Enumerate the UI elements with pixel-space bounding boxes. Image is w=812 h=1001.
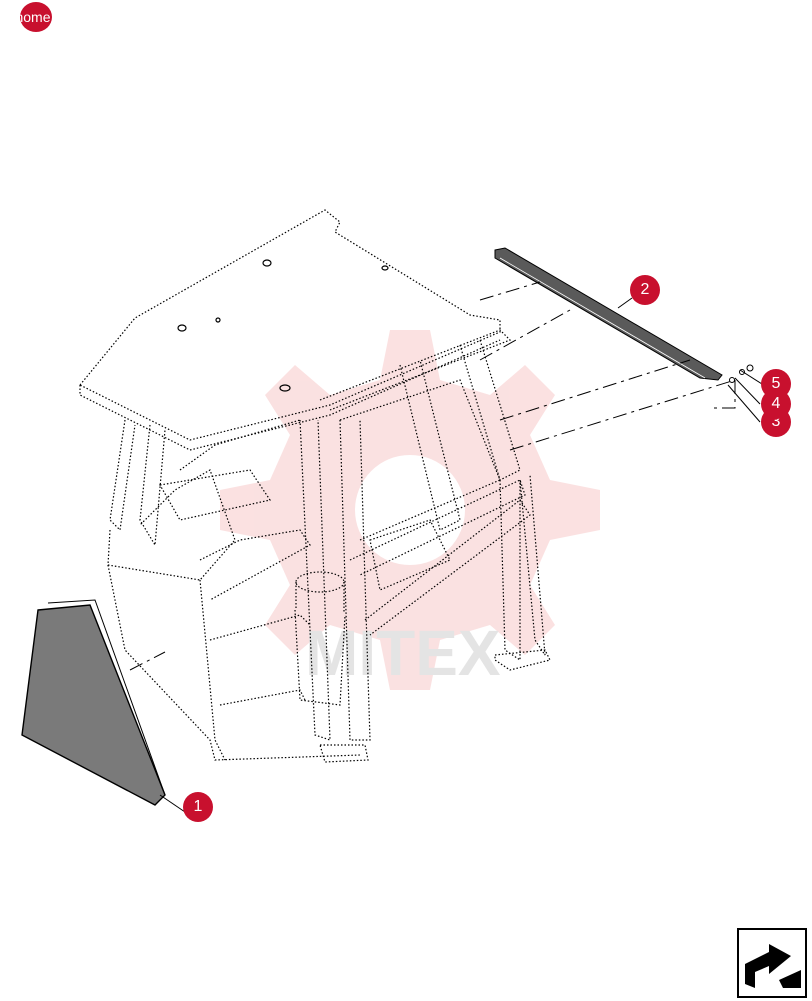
fasteners — [729, 364, 754, 383]
leader-lines — [159, 297, 763, 813]
callout-1[interactable]: 1 — [183, 792, 213, 822]
home-button[interactable]: home — [20, 2, 52, 32]
gear-logo-icon — [220, 330, 600, 690]
cab-frame — [79, 209, 551, 763]
callout-4[interactable]: 4 — [761, 389, 791, 419]
next-page-button[interactable] — [737, 928, 807, 998]
callout-2[interactable]: 2 — [630, 275, 660, 305]
assembly-lines — [129, 281, 736, 671]
home-label: home — [20, 9, 51, 25]
roof-holes — [177, 259, 389, 392]
arrow-icon — [745, 944, 801, 988]
side-panel — [21, 599, 166, 806]
watermark: MITEX — [220, 330, 600, 690]
watermark-text: MITEX — [305, 617, 501, 689]
rail-strip — [494, 247, 723, 381]
